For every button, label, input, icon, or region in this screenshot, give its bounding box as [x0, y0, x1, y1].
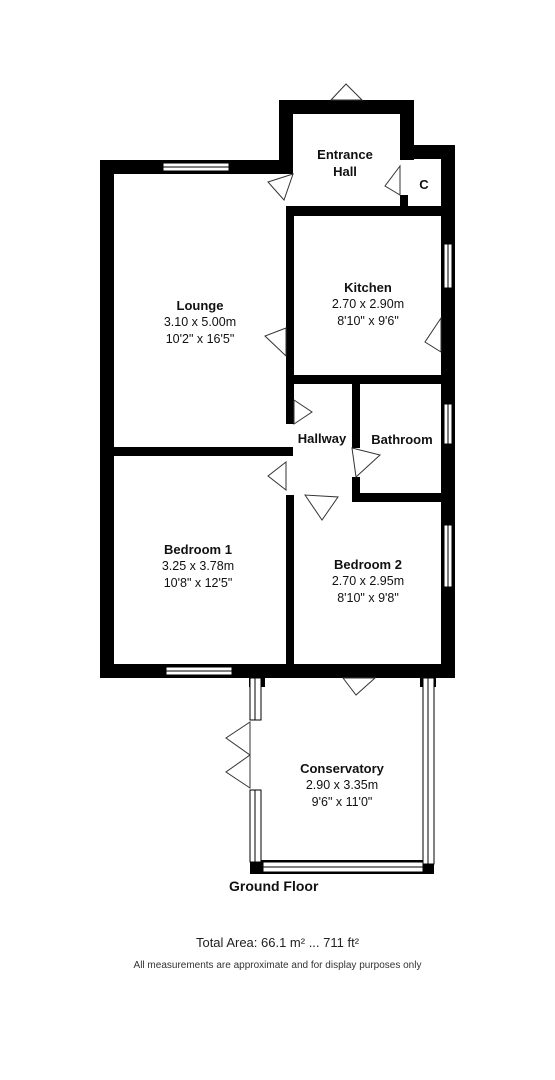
- door-lounge: [264, 327, 287, 358]
- wall-kitchen-south: [286, 375, 455, 384]
- floor-title: Ground Floor: [229, 878, 319, 894]
- room-imperial-bedroom2: 8'10" x 9'8": [337, 591, 399, 605]
- wall-kitchen-west: [286, 206, 294, 378]
- room-imperial-lounge: 10'2" x 16'5": [165, 332, 235, 346]
- wall-bathroom-west-low: [352, 477, 360, 497]
- room-metric-bedroom1: 3.25 x 3.78m: [161, 559, 235, 573]
- door-kitchen-external: [424, 316, 442, 353]
- room-imperial-bedroom1: 10'8" x 12'5": [163, 576, 233, 590]
- room-name-entrance-hall-1: Entrance: [317, 147, 373, 162]
- room-label-entrance-hall: Entrance Hall: [300, 146, 390, 180]
- door-front: [329, 83, 364, 101]
- room-metric-lounge: 3.10 x 5.00m: [163, 315, 237, 329]
- room-name-cupboard: C: [419, 177, 429, 192]
- room-label-cupboard: C: [412, 176, 436, 193]
- room-metric-conservatory: 2.90 x 3.35m: [305, 778, 379, 792]
- room-name-lounge: Lounge: [176, 298, 224, 313]
- door-cupboard: [384, 164, 401, 196]
- wall-entrance-west: [279, 100, 293, 174]
- wall-entrance-north: [279, 100, 414, 114]
- wall-bathroom-south: [352, 493, 455, 502]
- room-name-conservatory: Conservatory: [300, 761, 384, 776]
- door-conservatory: [341, 677, 377, 696]
- wall-south-main: [100, 664, 455, 678]
- door-conservatory-french-bottom: [225, 754, 251, 789]
- room-label-bathroom: Bathroom: [362, 431, 442, 448]
- total-area: Total Area: 66.1 m² ... 711 ft²: [195, 935, 360, 950]
- room-name-bathroom: Bathroom: [371, 432, 433, 447]
- room-imperial-kitchen: 8'10" x 9'6": [337, 314, 399, 328]
- door-bedroom1: [267, 460, 287, 492]
- room-label-bedroom2: Bedroom 2 2.70 x 2.95m 8'10" x 9'8": [296, 556, 440, 607]
- room-metric-bedroom2: 2.70 x 2.95m: [331, 574, 405, 588]
- room-name-entrance-hall-2: Hall: [333, 164, 357, 179]
- room-name-bedroom2: Bedroom 2: [334, 557, 402, 572]
- wall-kitchen-north: [286, 206, 455, 216]
- room-metric-kitchen: 2.70 x 2.90m: [331, 297, 405, 311]
- room-imperial-conservatory: 9'6" x 11'0": [311, 795, 373, 809]
- wall-hallway-west: [286, 378, 294, 424]
- room-label-lounge: Lounge 3.10 x 5.00m 10'2" x 16'5": [120, 297, 280, 348]
- room-name-bedroom1: Bedroom 1: [164, 542, 232, 557]
- wall-cupboard-divider: [400, 195, 408, 213]
- door-conservatory-french-top: [225, 721, 251, 756]
- wall-cupboard-top: [400, 145, 455, 159]
- wall-west: [100, 160, 114, 678]
- windows: [162, 162, 453, 873]
- room-label-bedroom1: Bedroom 1 3.25 x 3.78m 10'8" x 12'5": [118, 541, 278, 592]
- room-name-kitchen: Kitchen: [344, 280, 392, 295]
- room-label-kitchen: Kitchen 2.70 x 2.90m 8'10" x 9'6": [300, 279, 436, 330]
- doors: [225, 83, 442, 789]
- walls: [100, 100, 455, 874]
- wall-bathroom-west: [352, 378, 360, 448]
- wall-bedroom-divider: [286, 495, 294, 678]
- door-bathroom: [351, 447, 382, 479]
- door-hallway-lounge: [293, 399, 313, 425]
- door-entrance-lounge: [267, 173, 294, 201]
- wall-lounge-south: [100, 447, 293, 456]
- disclaimer: All measurements are approximate and for…: [133, 960, 422, 971]
- door-bedroom2: [304, 494, 339, 521]
- room-label-hallway: Hallway: [293, 430, 351, 447]
- room-name-hallway: Hallway: [297, 431, 347, 446]
- room-label-conservatory: Conservatory 2.90 x 3.35m 9'6" x 11'0": [272, 760, 412, 811]
